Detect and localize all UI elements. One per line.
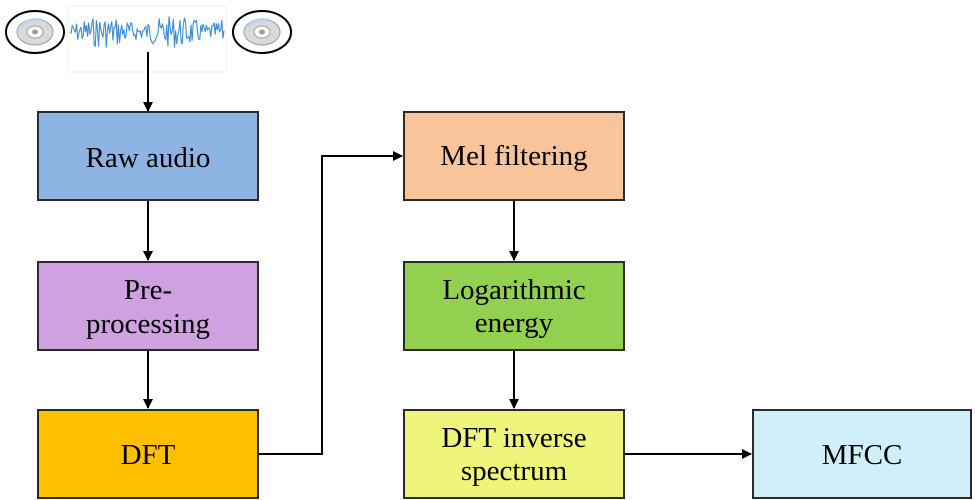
mfcc-label: MFCC (822, 439, 903, 471)
dft-label: DFT (121, 439, 176, 471)
raw-audio-label: Raw audio (86, 142, 211, 174)
preprocessing-label-line-2: processing (86, 308, 210, 340)
audio-waveform-icon (67, 5, 227, 73)
raw-audio-box: Raw audio (37, 111, 259, 201)
cd-disc-icon (232, 10, 292, 54)
preprocessing-label-line-1: Pre- (124, 274, 172, 306)
preprocessing-box: Pre- processing (37, 261, 259, 351)
dft-inverse-label-line-2: spectrum (461, 455, 568, 487)
logarithmic-energy-label-line-2: energy (475, 307, 554, 339)
mfcc-box: MFCC (752, 409, 972, 499)
cd-disc-icon (5, 10, 65, 54)
arrow-dft-to-mel-filtering (258, 151, 403, 455)
logarithmic-energy-label-line-1: Logarithmic (442, 274, 585, 306)
mel-filtering-label: Mel filtering (440, 140, 587, 172)
mel-filtering-box: Mel filtering (403, 111, 625, 201)
dft-inverse-label-line-1: DFT inverse (441, 422, 586, 454)
dft-box: DFT (37, 409, 259, 499)
logarithmic-energy-box: Logarithmic energy (403, 261, 625, 351)
dft-inverse-spectrum-box: DFT inverse spectrum (403, 409, 625, 499)
